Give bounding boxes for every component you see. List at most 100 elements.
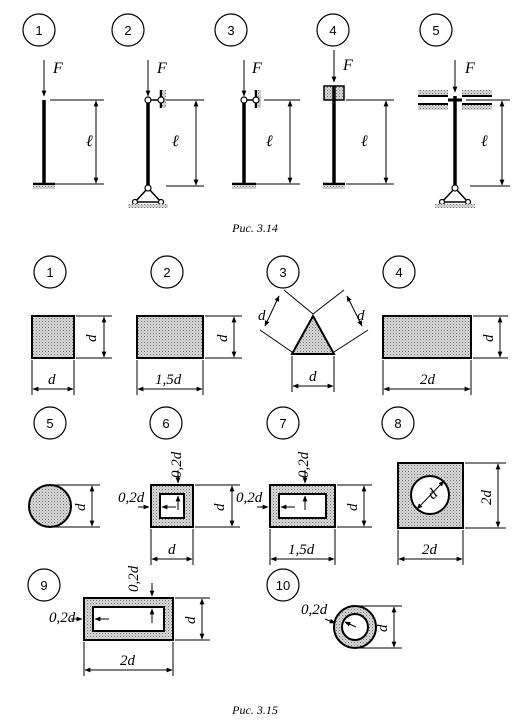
dim-label: d — [183, 616, 199, 624]
ground-hatch — [128, 204, 168, 208]
section-number: 4 — [395, 265, 402, 280]
section-5-circle: 5 d — [28, 406, 100, 528]
dim-label: 0,2d — [296, 451, 312, 478]
column-case-3: 3 F ℓ — [214, 13, 300, 189]
force-label: F — [52, 60, 63, 77]
figure-caption: Рис. 3.15 — [231, 703, 278, 717]
section-3-triangle: 3 d d d — [258, 255, 369, 392]
case-number-circle — [111, 13, 145, 47]
section-number-circle — [33, 406, 67, 440]
force-label: F — [251, 60, 262, 77]
section-number: 2 — [163, 265, 170, 280]
support-hatch — [232, 185, 256, 189]
dim-label: 0,2d — [49, 610, 76, 626]
case-number: 4 — [329, 23, 336, 38]
section-number-circle — [27, 568, 61, 602]
guide-hatch — [462, 90, 492, 95]
section-9-hollow-rectangle: 9 0,2d 0,2d d 2d — [27, 565, 210, 676]
section-number-circle — [381, 406, 415, 440]
case-number: 2 — [124, 23, 131, 38]
dim-label: d — [48, 372, 56, 388]
hinge — [157, 96, 165, 104]
hinge — [144, 96, 152, 104]
section-number-circle — [266, 406, 300, 440]
section-2-rectangle: 2 d 1,5d — [136, 255, 242, 395]
dim-label: 2d — [420, 372, 436, 388]
dim-label: 1,5d — [155, 372, 182, 388]
section-number-circle — [266, 255, 300, 289]
dim-label: d — [212, 503, 228, 511]
dim-label: d — [258, 308, 266, 324]
case-number-circle — [316, 13, 350, 47]
side-dimension — [264, 295, 280, 327]
dim-label: d — [73, 503, 89, 511]
dim-label: 2d — [120, 653, 136, 669]
hinge — [240, 96, 248, 104]
section-number: 8 — [394, 416, 401, 431]
section-number-circle — [150, 255, 184, 289]
section-number-circle — [382, 255, 416, 289]
dim-label: 1,5d — [288, 542, 315, 558]
dim-label: 2d — [422, 542, 438, 558]
column-case-5: 5 F ℓ — [418, 13, 510, 208]
hinge — [438, 198, 446, 206]
figure-3-15: 1 d d 2 d 1,5d 3 — [27, 255, 508, 717]
hollow-square-inner — [159, 493, 185, 519]
ground-hatch — [435, 204, 475, 208]
section-10-ring: 10 0,2d d — [266, 568, 402, 649]
length-label: ℓ — [266, 133, 273, 150]
hollow-rectangle-inner — [278, 493, 327, 519]
figure-caption: Рис. 3.14 — [231, 221, 278, 235]
extension-line — [283, 289, 314, 315]
section-1-square: 1 d d — [31, 255, 112, 395]
section-8-square-with-hole: 8 d 2d 2d — [381, 406, 506, 565]
length-label: ℓ — [172, 133, 179, 150]
dim-label: d — [357, 308, 365, 324]
dim-label: 0,2d — [236, 490, 263, 506]
section-6-hollow-square: 6 0,2d 0,2d d d — [118, 406, 240, 565]
section-number: 7 — [279, 416, 286, 431]
guide-hatch — [418, 105, 448, 110]
hinge — [131, 198, 139, 206]
column-case-4: 4 F ℓ — [316, 13, 394, 189]
section-number-circle — [266, 568, 300, 602]
rectangle-section — [382, 315, 472, 359]
dim-label: 2d — [479, 490, 495, 506]
section-4-rectangle: 4 d 2d — [382, 255, 508, 395]
dim-label: 0,2d — [169, 451, 185, 478]
dim-label: d — [345, 503, 361, 511]
dim-label: d — [481, 334, 497, 342]
dim-label: 0,2d — [118, 490, 145, 506]
case-number: 3 — [227, 23, 234, 38]
section-7-hollow-rectangle: 7 0,2d 0,2d d 1,5d — [236, 406, 372, 565]
dim-label: d — [309, 369, 317, 385]
circle-section — [28, 484, 72, 528]
hinge — [451, 184, 459, 192]
length-label: ℓ — [86, 133, 93, 150]
extension-line — [312, 289, 345, 315]
length-label: ℓ — [481, 133, 488, 150]
section-number: 9 — [40, 578, 47, 593]
force-label: F — [464, 60, 475, 77]
hinge — [464, 198, 472, 206]
dim-label: d — [84, 334, 100, 342]
support-hatch — [33, 185, 55, 189]
dim-label: 0,2d — [126, 565, 142, 592]
square-section — [31, 315, 75, 359]
section-number-circle — [33, 255, 67, 289]
dim-label: d — [168, 542, 176, 558]
section-number: 1 — [46, 265, 53, 280]
case-number: 1 — [35, 23, 42, 38]
dim-label: d — [375, 624, 391, 632]
case-number-circle — [419, 13, 453, 47]
case-number-circle — [22, 13, 56, 47]
section-number: 5 — [46, 416, 53, 431]
force-label: F — [342, 57, 353, 74]
rectangle-section — [136, 315, 204, 359]
case-number-circle — [214, 13, 248, 47]
guide-hatch — [418, 90, 448, 95]
force-label: F — [156, 60, 167, 77]
column-case-1: 1 F ℓ — [22, 13, 104, 189]
guide-hatch — [462, 105, 492, 110]
